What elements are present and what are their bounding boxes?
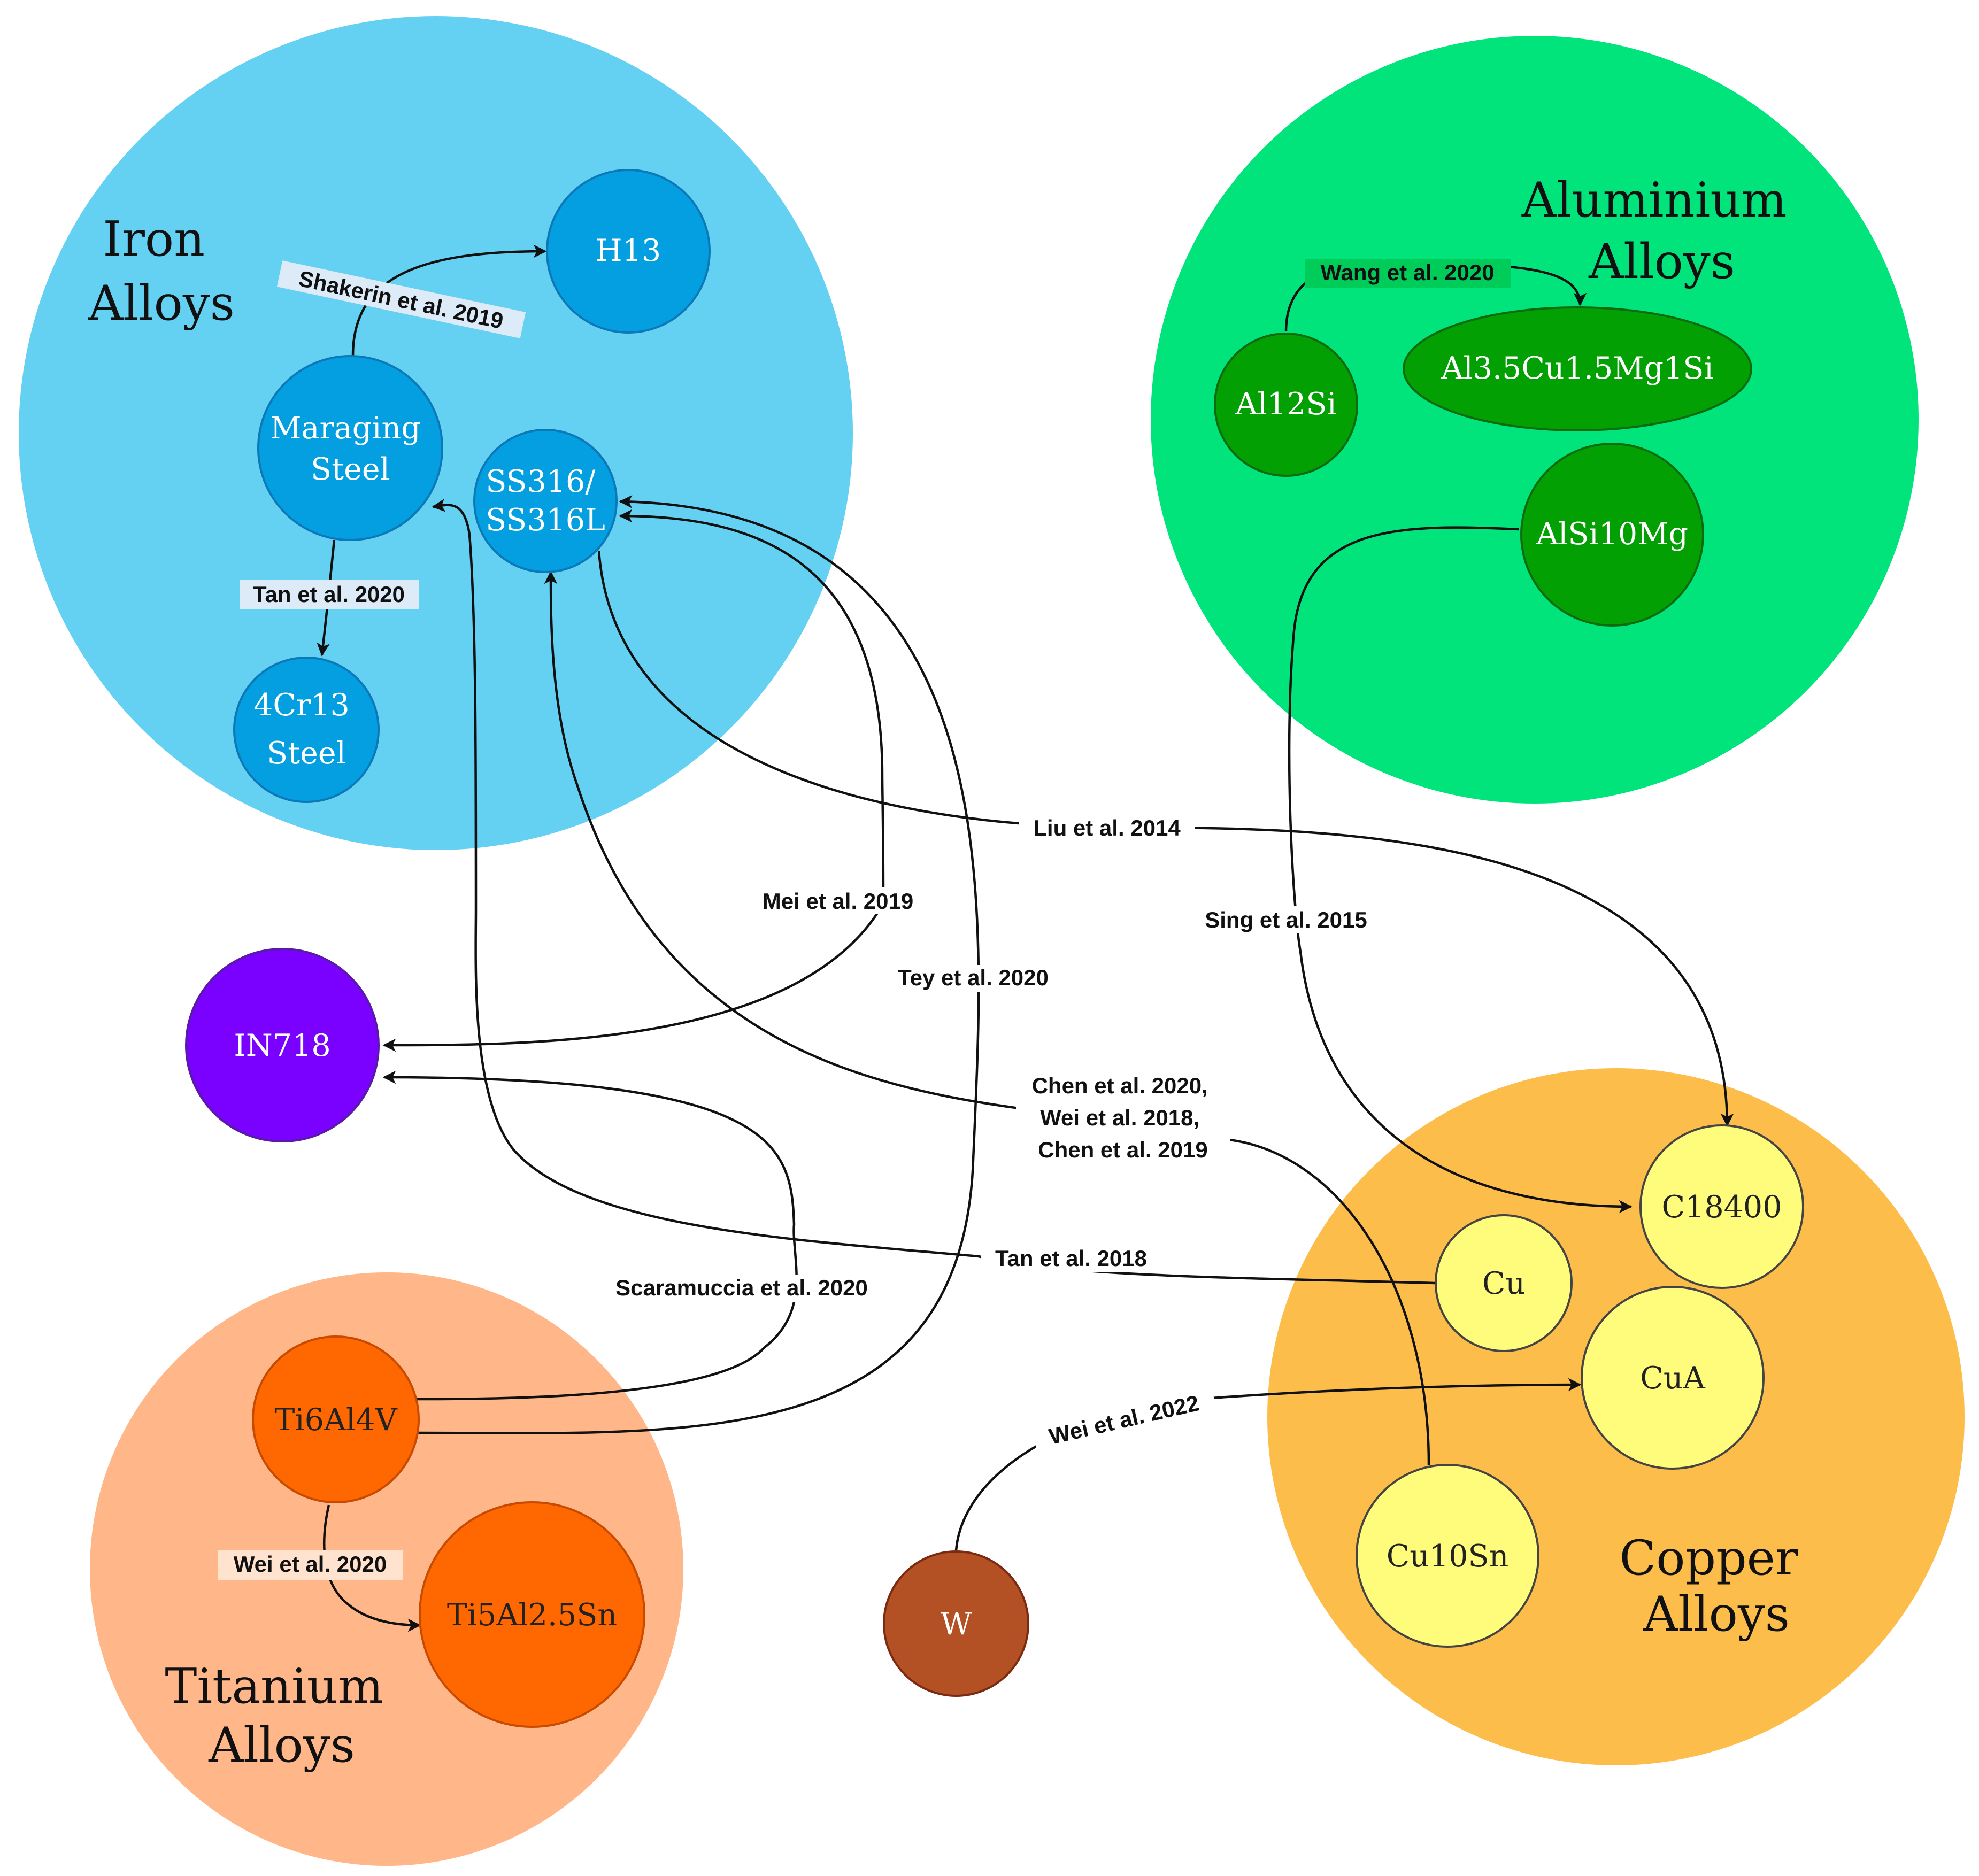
copper-alloys-title-line-2: Alloys <box>1643 1586 1790 1642</box>
in718-node[interactable] <box>185 948 380 1142</box>
cu10sn-node[interactable] <box>1356 1464 1539 1648</box>
titanium-alloys-title: Titanium Alloys <box>165 1658 398 1773</box>
tan-2018-label: Tan et al. 2018 <box>995 1246 1147 1271</box>
scaramuccia-label: Scaramuccia et al. 2020 <box>615 1275 868 1300</box>
wang-2020-label: Wang et al. 2020 <box>1320 260 1494 285</box>
aluminium-alloys-title: Aluminium Alloys <box>1521 172 1803 290</box>
liu-2014-label: Liu et al. 2014 <box>1033 815 1181 840</box>
chen-wei-label-line-1: Chen et al. 2020, <box>1032 1073 1208 1098</box>
edge-shakerin-2019 <box>351 244 547 356</box>
iron-alloys-title-line-1: Iron <box>103 211 205 267</box>
ss316-label: SS316/ SS316L <box>486 464 605 538</box>
ti5al25sn-node[interactable] <box>419 1501 645 1728</box>
ti6al4v-label: Ti6Al4V <box>274 1402 397 1438</box>
wei-2020-label-bg <box>218 1550 403 1580</box>
wei-2022-label: Wei et al. 2022 <box>1046 1390 1202 1449</box>
mei-2019-label: Mei et al. 2019 <box>763 889 914 914</box>
mei-2019-label-bg <box>749 887 930 914</box>
aluminium-alloys-title-line-2: Alloys <box>1588 234 1735 290</box>
iron-alloys-title: Iron Alloys <box>88 211 235 331</box>
wei-2022-label-bg <box>1031 1385 1218 1454</box>
edge-mei-2019 <box>382 902 884 1052</box>
alsi10mg-label: AlSi10Mg <box>1536 516 1688 552</box>
w-node[interactable] <box>883 1550 1029 1697</box>
h13-node[interactable] <box>546 169 711 334</box>
edge-mei-2019-upper <box>619 509 885 904</box>
edge-chen-wei <box>544 570 1430 1465</box>
4cr13-steel-label-line-1: 4Cr13 <box>253 688 350 723</box>
aluminium-alloys-title-line-1: Aluminium <box>1521 172 1787 228</box>
titanium-alloys-title-line-1: Titanium <box>165 1658 383 1715</box>
ss316-label-line-1: SS316/ <box>486 464 596 499</box>
edge-sing-2015 <box>1288 526 1633 1214</box>
c18400-label: C18400 <box>1662 1190 1782 1225</box>
h13-label: H13 <box>596 233 661 268</box>
alsi10mg-node[interactable] <box>1520 443 1704 627</box>
sing-2015-label: Sing et al. 2015 <box>1205 907 1367 932</box>
cu10sn-label: Cu10Sn <box>1387 1539 1509 1574</box>
tan-2020-label-bg <box>240 580 419 609</box>
c18400-node[interactable] <box>1639 1124 1804 1289</box>
w-label: W <box>941 1607 972 1642</box>
ss316-node[interactable] <box>473 429 618 573</box>
in718-label: IN718 <box>234 1028 330 1063</box>
tan-2018-label-bg <box>981 1246 1160 1272</box>
cu-node[interactable] <box>1435 1214 1573 1352</box>
chen-wei-label-bg <box>1016 1069 1230 1168</box>
copper-alloys-title: Copper Alloys <box>1619 1530 1813 1642</box>
chen-wei-label-line-2: Wei et al. 2018, <box>1040 1105 1199 1130</box>
al35cu15mg1si-node[interactable] <box>1403 306 1752 431</box>
liu-2014-label-bg <box>1019 815 1195 842</box>
wang-2020-label-bg <box>1305 259 1511 288</box>
cu-label: Cu <box>1482 1266 1525 1301</box>
ti6al4v-node[interactable] <box>252 1335 420 1503</box>
al12si-label: Al12Si <box>1235 387 1336 422</box>
chen-wei-label: Chen et al. 2020, Wei et al. 2018, Chen … <box>1032 1073 1214 1162</box>
maraging-steel-node[interactable] <box>257 355 443 541</box>
iron-alloys-title-line-2: Alloys <box>88 275 235 331</box>
tey-2020-label: Tey et al. 2020 <box>898 965 1049 990</box>
maraging-steel-label: Maraging Steel <box>270 411 430 487</box>
cua-node[interactable] <box>1581 1286 1765 1470</box>
sing-2015-label-bg <box>1190 906 1382 933</box>
4cr13-steel-label-line-2: Steel <box>267 736 346 771</box>
al35cu15mg1si-label: Al3.5Cu1.5Mg1Si <box>1441 351 1713 386</box>
copper-alloys-title-line-1: Copper <box>1619 1530 1799 1586</box>
4cr13-steel-node[interactable] <box>233 657 380 803</box>
ti5al25sn-label: Ti5Al2.5Sn <box>447 1597 617 1633</box>
edge-scaramuccia-2020 <box>382 1070 798 1401</box>
maraging-steel-label-line-2: Steel <box>311 452 390 487</box>
scaramuccia-label-bg <box>591 1275 893 1302</box>
4cr13-steel-label: 4Cr13 Steel <box>253 688 359 771</box>
tey-2020-label-bg <box>882 965 1064 992</box>
titanium-alloys-title-line-2: Alloys <box>208 1717 355 1773</box>
maraging-steel-label-line-1: Maraging <box>270 411 421 446</box>
cua-label: CuA <box>1640 1361 1705 1396</box>
wei-2020-label: Wei et al. 2020 <box>234 1551 387 1577</box>
shakerin-label-bg <box>276 260 526 338</box>
edge-wei-2020 <box>323 1504 421 1632</box>
edge-tey-2020 <box>417 495 980 1434</box>
ss316-label-line-2: SS316L <box>486 503 605 538</box>
chen-wei-label-line-3: Chen et al. 2019 <box>1038 1137 1207 1162</box>
al12si-node[interactable] <box>1214 333 1358 477</box>
tan-2020-label: Tan et al. 2020 <box>253 582 405 607</box>
